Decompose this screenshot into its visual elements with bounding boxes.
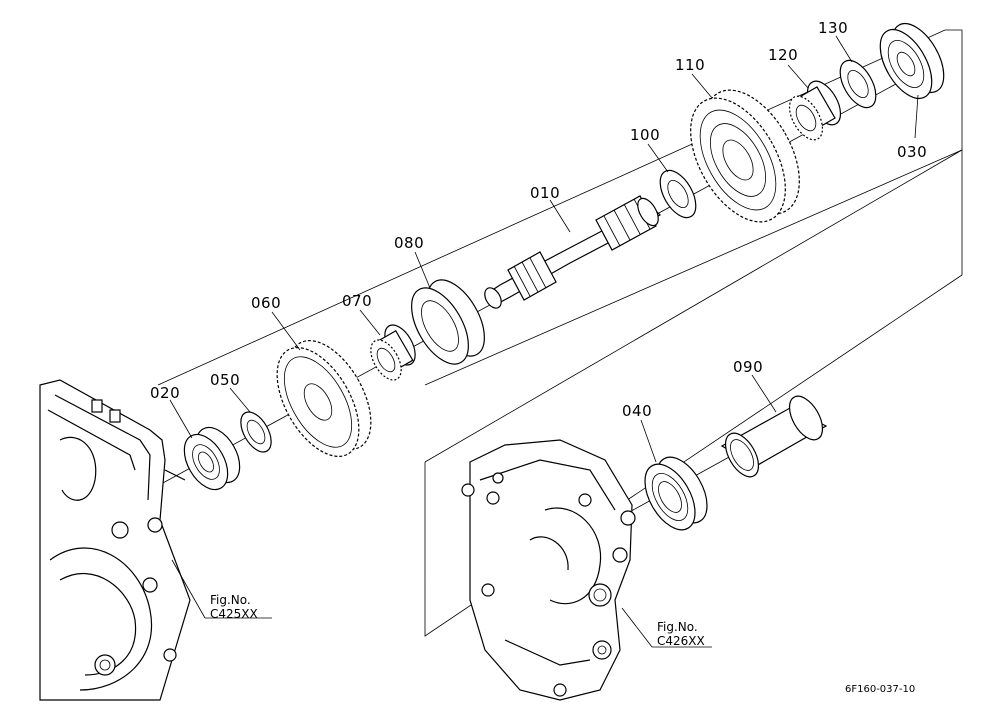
thrust-washer-100: [659, 169, 697, 219]
main-shaft-010: [484, 195, 661, 309]
right-ref-leader: [621, 607, 653, 648]
label-050: 050: [210, 371, 240, 389]
label-080: 080: [394, 234, 424, 252]
lower-frame: [424, 149, 963, 637]
label-110: 110: [675, 56, 705, 74]
shift-collar-080: [411, 279, 485, 365]
drawing-code: 6F160-037-10: [845, 684, 915, 695]
right-ref-line1: Fig.No.: [657, 620, 698, 634]
right-transmission-housing: [461, 439, 636, 701]
oil-seal-040: [644, 456, 708, 531]
label-060: 060: [251, 294, 281, 312]
gear-110: [690, 89, 800, 223]
needle-bearing-120: [788, 80, 842, 141]
collar-tube-090: [720, 395, 828, 478]
needle-bearing-070: [370, 324, 416, 381]
left-ref-line1: Fig.No.: [210, 593, 251, 607]
ball-bearing-020: [183, 426, 241, 491]
gear-060: [276, 340, 372, 457]
left-ref-leader: [171, 559, 206, 619]
label-070: 070: [342, 292, 372, 310]
left-transmission-housing: [39, 379, 191, 701]
label-030: 030: [897, 143, 927, 161]
label-120: 120: [768, 46, 798, 64]
thrust-washer-050: [240, 411, 272, 453]
part-leader-lines: [169, 35, 919, 463]
right-ref-line2: C426XX: [657, 634, 705, 648]
label-010: 010: [530, 184, 560, 202]
label-130: 130: [818, 19, 848, 37]
left-ref-line2: C425XX: [210, 607, 258, 621]
label-020: 020: [150, 384, 180, 402]
label-040: 040: [622, 402, 652, 420]
label-090: 090: [733, 358, 763, 376]
upper-frame: [157, 29, 963, 386]
ball-bearing-030: [879, 23, 945, 99]
thrust-washer-130: [839, 59, 877, 109]
label-100: 100: [630, 126, 660, 144]
